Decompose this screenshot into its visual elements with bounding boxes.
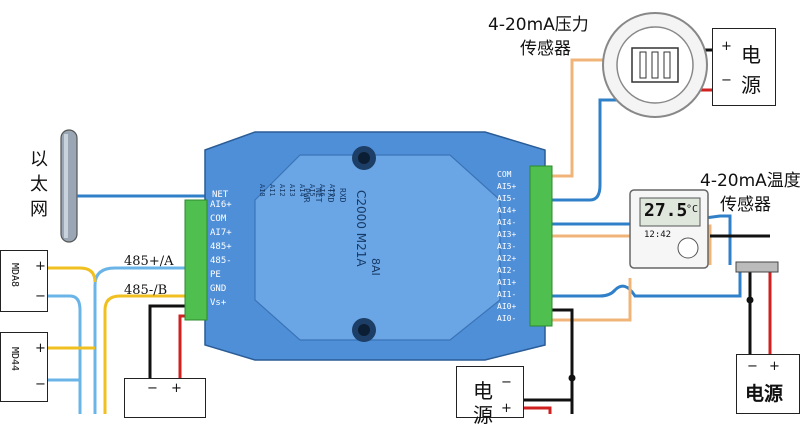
terminal-label: AI3- [497,242,517,251]
net-port-label: NET [212,190,229,200]
pressure-sensor [602,12,708,118]
module-minus: − [35,289,46,304]
terminal-label: AI5- [497,194,517,203]
power-plus: + [501,401,512,416]
terminal-label: GND [210,284,227,294]
power-minus: − [721,73,732,88]
channel-label: AI4 [298,184,306,197]
channel-label: AI6 [318,184,326,197]
power-label: 电源 [745,383,784,405]
led-label: NET [314,188,323,203]
power-plus: + [171,381,182,396]
ethernet-label-2: 太 [30,174,48,195]
module-minus: − [35,377,46,392]
power-minus: − [747,359,758,374]
rs485-wires [48,266,185,414]
temperature-sensor [629,189,779,273]
power-label: 电 [741,43,761,67]
terminal-label: Vs+ [210,298,227,308]
pressure-sensor-title-1: 4-20mA压力 [488,15,589,35]
terminal-label: COM [497,170,512,179]
terminal-label: AI4+ [497,206,517,215]
power-box-bottom-center: 电 源 − + [456,366,524,427]
power-wires-left [148,304,190,378]
channel-label: AI2 [278,184,286,197]
channel-label: AI7 [328,184,336,197]
module-mda8: + − MDA8 [0,250,48,312]
device-subtitle: 8AI [369,258,382,276]
terminal-label: COM [210,214,227,224]
power-box-pressure: + 电 源 − [712,28,776,106]
temperature-unit: °C [686,204,699,215]
terminal-label: AI5+ [497,182,517,191]
power-box-temperature: − + 电源 [736,354,800,414]
terminal-label: AI2- [497,266,517,275]
terminal-label: AI2+ [497,254,517,263]
terminal-label: AI4- [497,218,517,227]
left-terminal-block [184,199,208,321]
time-reading: 12:42 [644,230,672,240]
temperature-sensor-title-2: 传感器 [720,195,771,215]
sensor-wires [524,48,772,414]
power-label: 源 [741,73,761,97]
terminal-label: AI0- [497,314,517,323]
temperature-sensor-title-1: 4-20mA温度 [700,171,800,191]
right-terminal-block [529,165,553,327]
terminal-label: AI7+ [210,228,232,238]
pressure-sensor-title-2: 传感器 [520,39,571,59]
ethernet-label-3: 网 [30,199,48,220]
led-label: TXD [326,188,335,203]
terminal-label: AI3+ [497,230,517,239]
power-plus: + [769,359,780,374]
ethernet-label-1: 以 [30,149,48,170]
power-plus: + [721,39,732,54]
ethernet-post [60,129,78,243]
bus-label-plus: 485+/A [124,254,174,269]
channel-label: AI3 [288,184,296,197]
module-plus: + [35,259,46,274]
channel-label: AI1 [268,184,276,197]
terminal-label: AI0+ [497,302,517,311]
module-name: MDA8 [9,263,20,288]
wiring-diagram [48,12,779,414]
terminal-label: AI1- [497,290,517,299]
power-label: 电 [473,379,493,403]
terminal-label: 485- [210,256,232,266]
led-label: RXD [338,188,347,203]
channel-label: AI8 [258,184,266,197]
device-body [204,131,546,361]
module-plus: + [35,341,46,356]
led-label: PWR [302,188,311,203]
module-md44: + − MD44 [0,332,48,402]
device-model: C2000 M21A [354,190,368,267]
temperature-reading: 27.5 [644,200,688,221]
power-minus: − [147,381,158,396]
terminal-label: PE [210,270,221,280]
bus-label-minus: 485-/B [124,283,168,298]
module-name: MD44 [9,347,20,372]
power-minus: − [501,375,512,390]
power-box-bottom-left: − + [124,378,206,418]
terminal-label: AI1+ [497,278,517,287]
channel-label: AI5 [308,184,316,197]
terminal-label: 485+ [210,242,232,252]
terminal-label: AI6+ [210,200,232,210]
